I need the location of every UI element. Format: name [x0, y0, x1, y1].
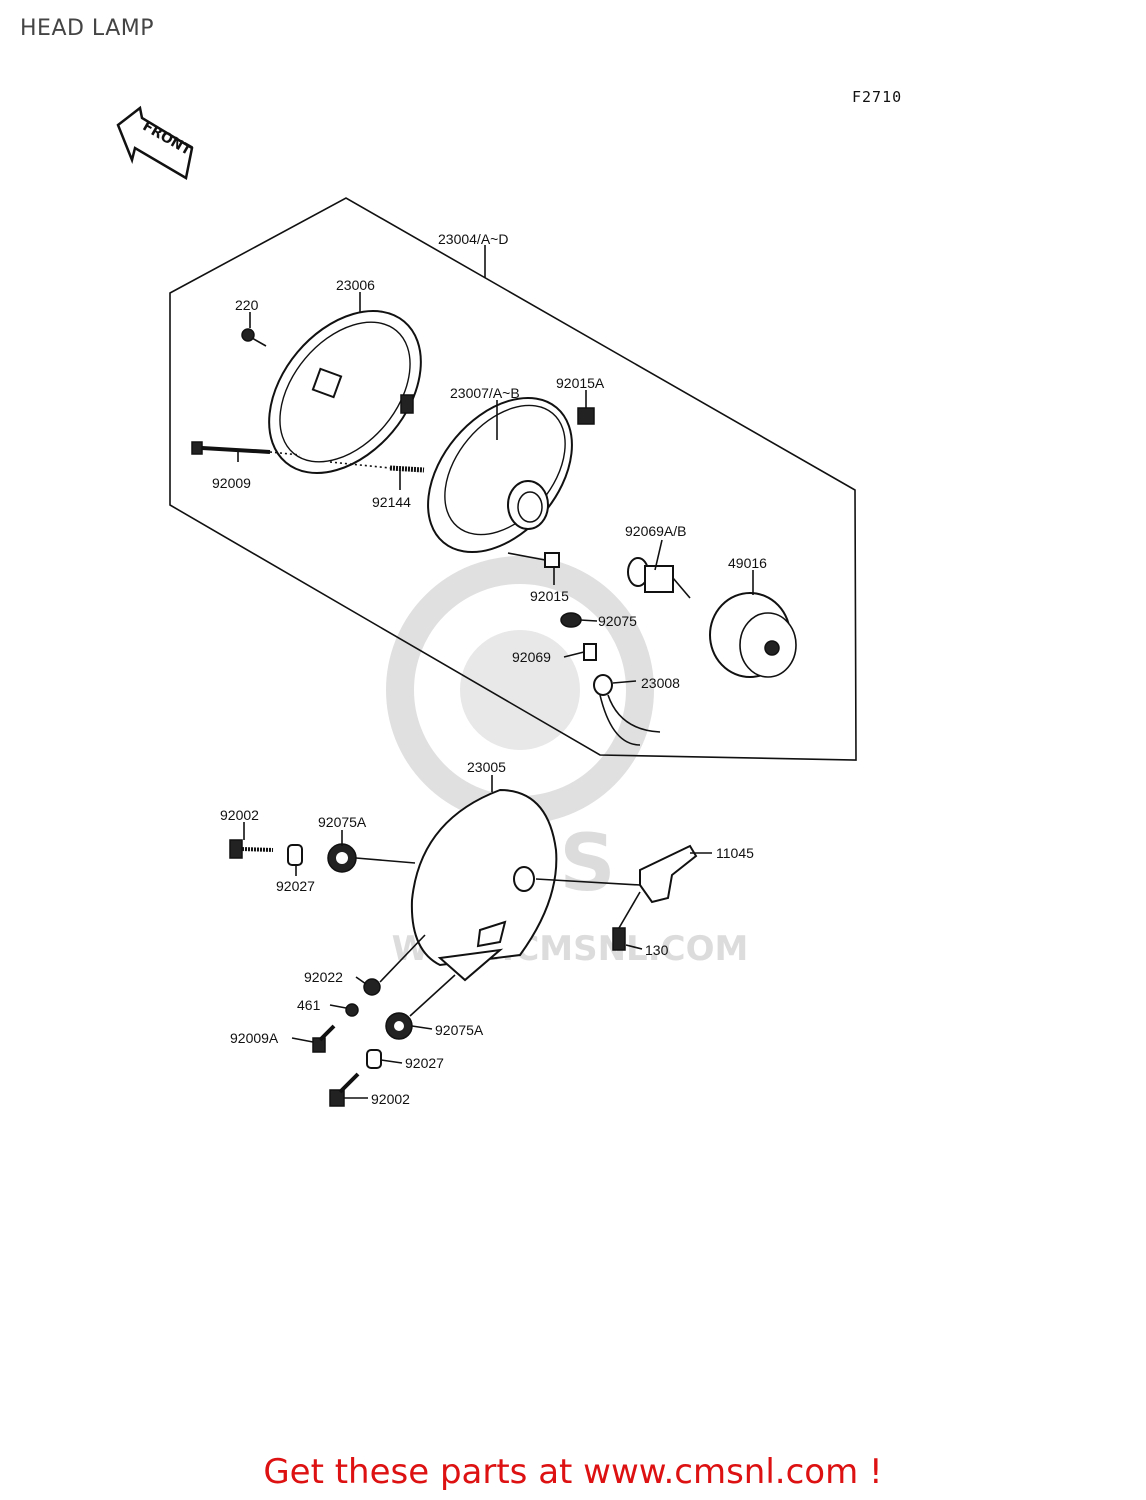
nut-92015A-icon [577, 407, 595, 425]
grommet-92075A-lower-icon [385, 1012, 413, 1040]
bulb-92069AB-icon [627, 557, 691, 599]
figure-code: F2710 [852, 88, 903, 106]
label-92009: 92009 [212, 475, 251, 491]
bolt-92009-icon [191, 441, 301, 456]
bolt-92002-lower-icon [329, 1072, 360, 1107]
bolt-92009A-icon [312, 1024, 336, 1053]
leader-lines [237, 245, 754, 1099]
reflector-23007 [427, 396, 573, 554]
label-130: 130 [645, 942, 669, 958]
bolt-130-icon [612, 891, 641, 951]
label-92015A: 92015A [556, 375, 605, 391]
grommet-92075A-upper-icon [327, 843, 357, 873]
label-92144: 92144 [372, 494, 411, 510]
spring-92144-icon [329, 461, 425, 473]
label-23004: 23004/A~D [438, 231, 508, 247]
front-arrow-icon: FRONT [116, 105, 194, 180]
label-49016: 49016 [728, 555, 767, 571]
label-92075A-lower: 92075A [435, 1022, 484, 1038]
parts-diagram: CMS WWW.CMSNL.COM FRONT [116, 105, 857, 1107]
socket-23008-icon [593, 674, 661, 746]
label-92009A: 92009A [230, 1030, 279, 1046]
grommet-92075-icon [560, 612, 582, 628]
label-92027-upper: 92027 [276, 878, 315, 894]
bulb-92069-icon [583, 643, 597, 661]
bracket-11045 [639, 844, 698, 904]
label-92002-upper: 92002 [220, 807, 259, 823]
label-23007: 23007/A~B [450, 385, 520, 401]
footer-link[interactable]: Get these parts at www.cmsnl.com ! [263, 1452, 883, 1492]
label-23005: 23005 [467, 759, 506, 775]
page-title: HEAD LAMP [20, 16, 154, 41]
label-92069AB: 92069A/B [625, 523, 687, 539]
dust-cover-49016 [709, 592, 797, 678]
collar-92027-lower-icon [366, 1049, 382, 1069]
screw-220-icon [241, 328, 267, 347]
label-11045: 11045 [716, 845, 754, 861]
washer-461-icon [345, 1003, 359, 1017]
housing-shell-23005 [410, 788, 558, 982]
nut-92015-icon [544, 552, 560, 568]
label-23006: 23006 [336, 277, 375, 293]
label-92002-lower: 92002 [371, 1091, 410, 1107]
nut-92022-icon [363, 978, 381, 996]
assembly-outline [169, 197, 857, 761]
collar-92027-upper-icon [287, 844, 303, 866]
label-220: 220 [235, 297, 259, 313]
label-461: 461 [297, 997, 321, 1013]
bolt-92002-upper-icon [229, 839, 274, 859]
label-92075A-upper: 92075A [318, 814, 367, 830]
label-92069: 92069 [512, 649, 551, 665]
label-92075: 92075 [598, 613, 637, 629]
label-92015: 92015 [530, 588, 569, 604]
label-23008: 23008 [641, 675, 680, 691]
label-92027-lower: 92027 [405, 1055, 444, 1071]
rim-ring-23006 [268, 310, 422, 474]
label-92022: 92022 [304, 969, 343, 985]
